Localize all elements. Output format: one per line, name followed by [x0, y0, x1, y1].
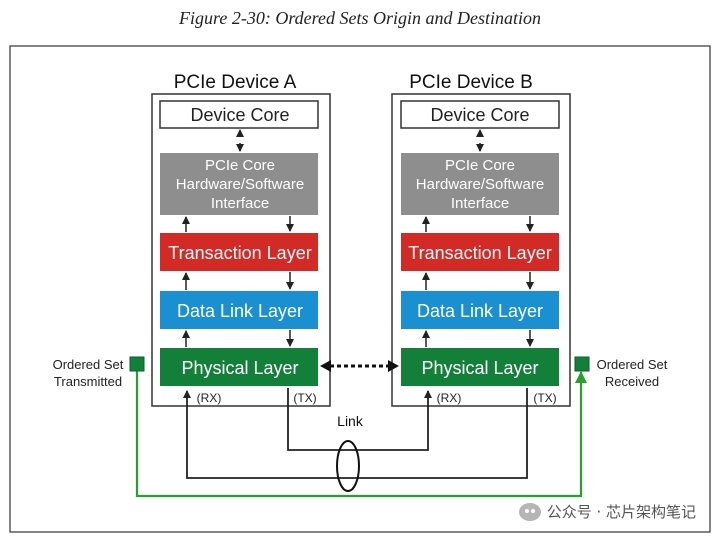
device-b-title: PCIe Device B: [409, 72, 533, 93]
physical-peer-arrow-right: [388, 360, 399, 372]
device-a-title: PCIe Device A: [174, 72, 297, 93]
ordered-set-transmitted-line-2: Transmitted: [54, 374, 122, 389]
ordered-set-transmitted-line-1: Ordered Set: [53, 357, 124, 372]
figure-caption: Figure 2-30: Ordered Sets Origin and Des…: [179, 8, 541, 28]
outer-frame: [9, 45, 711, 533]
ordered-set-transmitted-marker: [129, 356, 145, 372]
device-b: PCIe Device B Device Core PCIe Core Hard…: [391, 72, 571, 407]
ordered-set-received-marker: [574, 356, 590, 372]
device-b-interface-line-3: Interface: [451, 195, 509, 212]
device-a-rx-label: (RX): [197, 391, 222, 405]
device-a-tx-label: (TX): [293, 391, 316, 405]
device-b-core-box: [400, 100, 560, 129]
link-wire-a-tx-to-b-rx: [287, 388, 432, 451]
device-a: PCIe Device A Device Core PCIe Core Hard…: [151, 72, 331, 407]
device-b-physical-label: Physical Layer: [421, 358, 538, 378]
device-a-core-box: [159, 100, 319, 129]
device-b-interface-line-1: PCIe Core: [445, 157, 515, 174]
ordered-set-received-line-2: Received: [605, 374, 659, 389]
device-b-tx-label: (TX): [533, 391, 556, 405]
device-a-interface-line-2: Hardware/Software: [176, 176, 304, 193]
ordered-set-green-path: [135, 370, 587, 498]
device-b-rx-label: (RX): [437, 391, 462, 405]
device-a-transaction-box: [160, 233, 318, 271]
device-b-data-link-label: Data Link Layer: [417, 301, 543, 321]
link-ellipse: [336, 440, 360, 492]
device-a-core-label: Device Core: [190, 105, 289, 125]
device-b-core-label: Device Core: [430, 105, 529, 125]
device-b-physical-box: [401, 348, 559, 386]
device-a-interface-line-3: Interface: [211, 195, 269, 212]
device-b-transaction-label: Transaction Layer: [408, 243, 551, 263]
link-label: Link: [337, 413, 364, 429]
device-a-physical-label: Physical Layer: [181, 358, 298, 378]
device-a-data-link-label: Data Link Layer: [177, 301, 303, 321]
wechat-logo-icon: [518, 502, 541, 521]
device-a-interface-box: [160, 153, 318, 215]
device-a-transaction-label: Transaction Layer: [168, 243, 311, 263]
watermark: 公众号 · 芯片架构笔记: [518, 501, 696, 522]
device-b-data-link-box: [401, 291, 559, 329]
device-a-interface-line-1: PCIe Core: [205, 157, 275, 174]
device-b-interface-box: [401, 153, 559, 215]
device-a-physical-box: [160, 348, 318, 386]
watermark-text: 公众号 · 芯片架构笔记: [546, 503, 696, 521]
device-a-data-link-box: [160, 291, 318, 329]
device-b-transaction-box: [401, 233, 559, 271]
device-b-interface-line-2: Hardware/Software: [416, 176, 544, 193]
ordered-set-received-line-1: Ordered Set: [597, 357, 668, 372]
physical-peer-arrow-left: [320, 360, 331, 372]
